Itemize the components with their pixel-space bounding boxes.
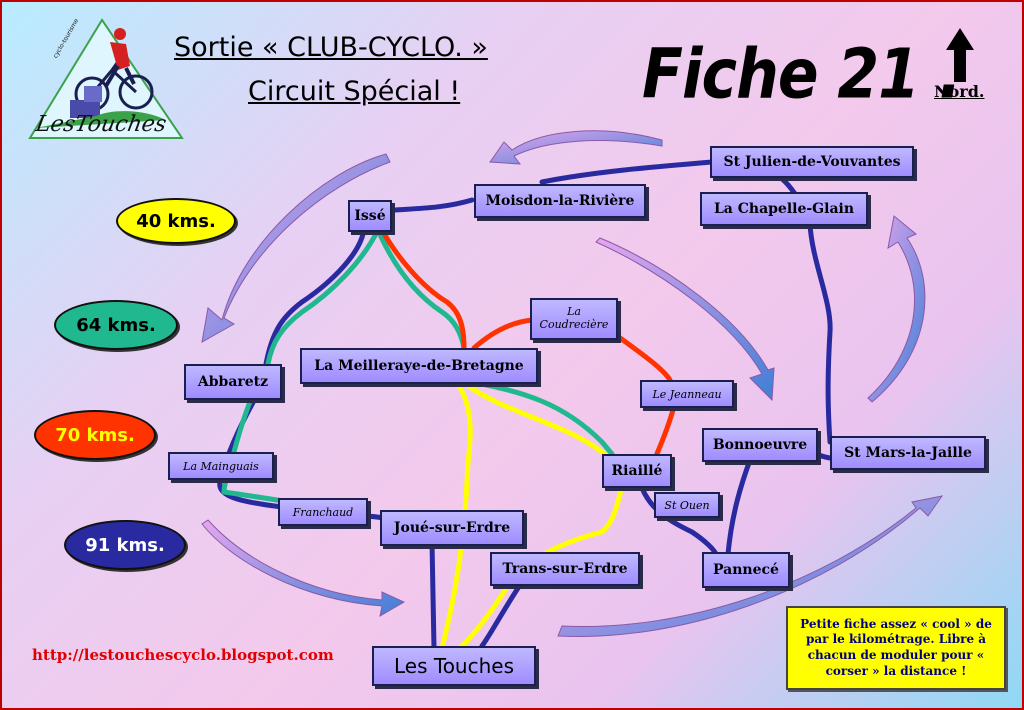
- direction-arrow-3: [595, 237, 775, 402]
- town-la-chapelle: La Chapelle-Glain: [700, 192, 868, 226]
- info-note: Petite fiche assez « cool » de par le ki…: [786, 606, 1006, 690]
- town-trans: Trans-sur-Erdre: [490, 552, 640, 586]
- town-bonnoeuvre: Bonnoeuvre: [702, 428, 818, 462]
- north-label: Nord.: [934, 82, 985, 101]
- logo-text: LesTouches: [33, 112, 169, 137]
- route-70-kms: [379, 227, 677, 459]
- town-meilleraye: La Meilleraye-de-Bretagne: [300, 348, 538, 384]
- direction-arrow-4: [867, 215, 926, 403]
- title-line-1: Sortie « CLUB-CYCLO. »: [174, 32, 488, 63]
- town-st-mars: St Mars-la-Jaille: [830, 436, 986, 470]
- distance-40-kms: 40 kms.: [116, 198, 236, 244]
- blog-url: http://lestouchescyclo.blogspot.com: [32, 646, 334, 664]
- title-line-2: Circuit Spécial !: [248, 76, 461, 107]
- town-joue: Joué-sur-Erdre: [380, 510, 524, 546]
- direction-arrows: [201, 130, 944, 637]
- direction-arrow-6: [557, 495, 944, 637]
- town-le-jeanneau: Le Jeanneau: [640, 380, 734, 408]
- town-riaille: Riaillé: [602, 454, 672, 488]
- town-pannece: Pannecé: [702, 552, 790, 588]
- town-la-mainguais: La Mainguais: [168, 452, 274, 480]
- town-la-coudreciere: La Coudrecière: [530, 298, 618, 340]
- distance-70-kms: 70 kms.: [34, 410, 156, 460]
- cyclist-icon: [28, 18, 184, 139]
- distance-64-kms: 64 kms.: [54, 300, 178, 350]
- town-les-touches: Les Touches: [372, 646, 536, 686]
- town-franchaud: Franchaud: [278, 498, 368, 526]
- direction-arrow-1: [201, 153, 391, 343]
- direction-arrow-2: [489, 130, 663, 165]
- distance-91-kms: 91 kms.: [64, 520, 186, 570]
- club-logo: LesTouches cyclo-tourisme: [26, 16, 186, 142]
- town-moisdon: Moisdon-la-Rivière: [474, 184, 646, 218]
- town-st-julien: St Julien-de-Vouvantes: [710, 146, 914, 178]
- town-st-ouen: St Ouen: [654, 492, 720, 518]
- fiche-number: Fiche 21 .: [642, 34, 962, 115]
- town-abbaretz: Abbaretz: [184, 364, 282, 400]
- north-arrow-icon: [946, 28, 974, 82]
- direction-arrow-5: [201, 519, 406, 617]
- town-isse: Issé: [348, 200, 392, 232]
- route-64-kms: [221, 227, 615, 507]
